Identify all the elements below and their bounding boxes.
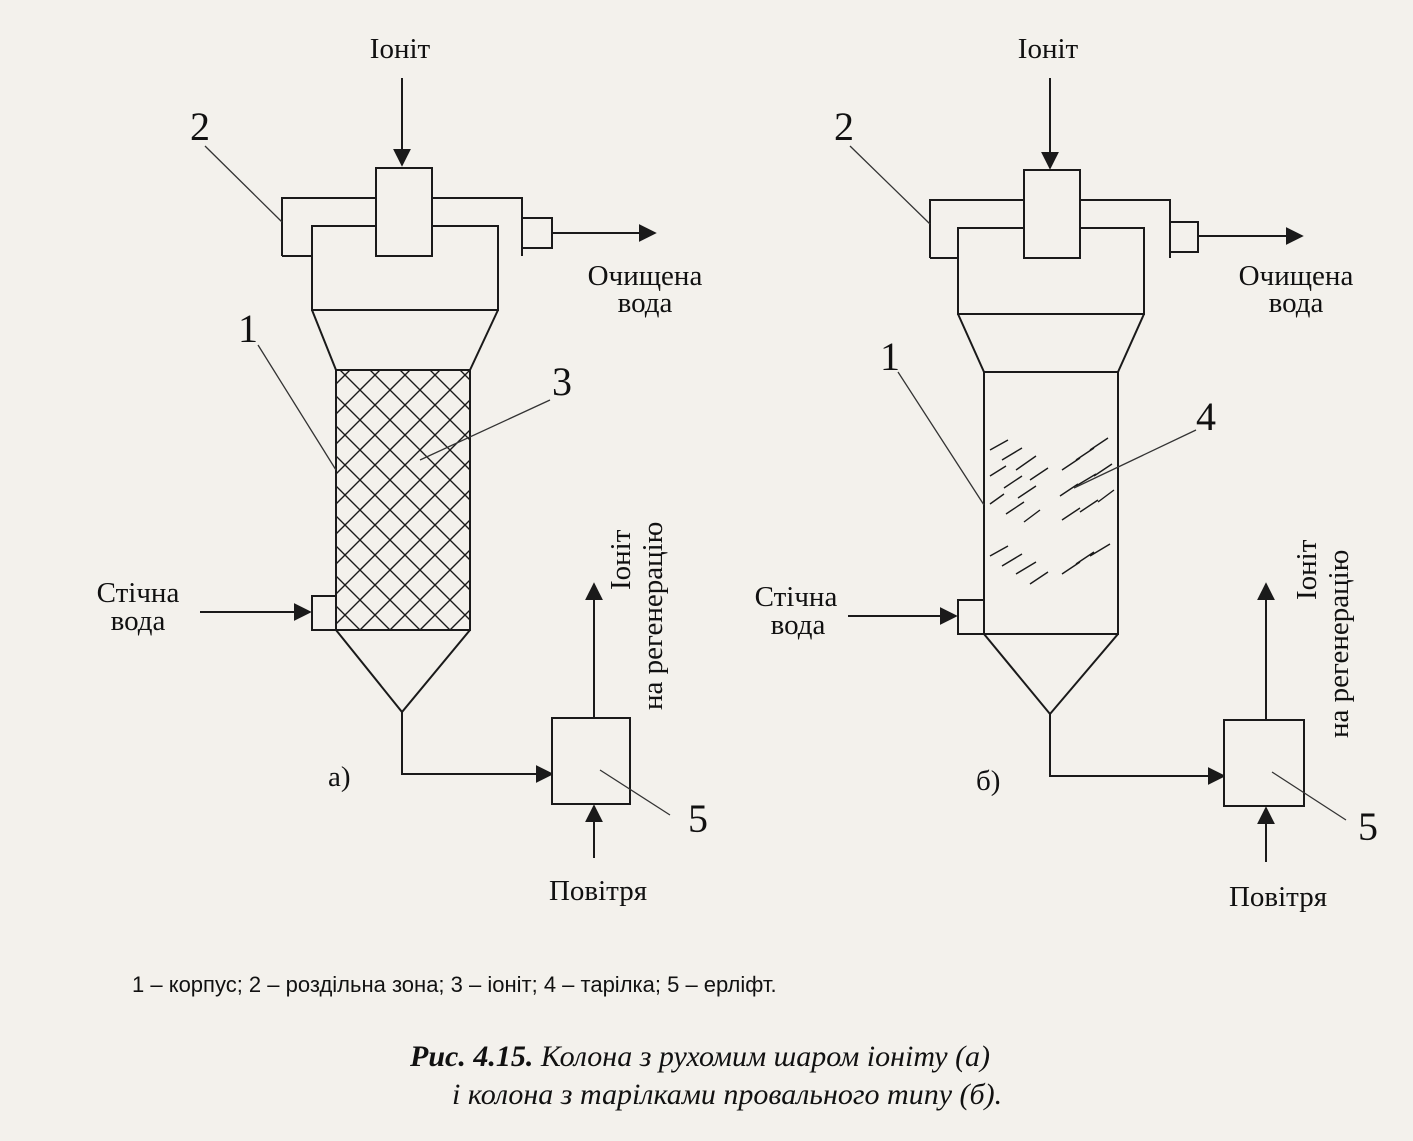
waste-water-label-2: вода (111, 605, 166, 637)
caption-text-1: Колона з рухомим шаром іоніту (а) (540, 1040, 991, 1073)
caption-line-2: і колона з тарілками провального типу (б… (452, 1078, 1003, 1111)
ionite-inlet-label: Іоніт (1018, 33, 1079, 65)
label-number-3: 3 (552, 359, 572, 404)
tray-upper-left (989, 439, 1049, 523)
treated-water-label-2: вода (1269, 287, 1324, 319)
regeneration-label-1: Іоніт (605, 529, 637, 590)
column-top-section (311, 225, 499, 311)
leader-4 (1073, 429, 1197, 489)
label-number-1: 1 (880, 334, 900, 379)
caption-line-1: Рис. 4.15. Колона з рухомим шаром іоніту… (340, 1038, 1340, 1076)
column-lower-cone (983, 633, 1119, 716)
outlet-nozzle (1169, 221, 1199, 253)
airlift-box (551, 717, 631, 805)
figure-legend: 1 – корпус; 2 – роздільна зона; 3 – іоні… (132, 972, 777, 997)
caption-label: Рис. 4.15. (410, 1040, 534, 1073)
regeneration-label-2: на регенерацію (637, 522, 669, 710)
column-upper-cone (311, 309, 499, 371)
panel-b-tag: б) (976, 765, 1000, 797)
label-number-4: 4 (1196, 394, 1216, 439)
label-number-1: 1 (238, 306, 258, 351)
discharge-line (401, 712, 554, 783)
air-label: Повітря (549, 875, 647, 907)
treated-water-label-1: Очищена (588, 260, 703, 292)
ionite-inlet-label: Іоніт (370, 33, 431, 65)
panel-b: Іоніт 2 1 4 5 Очищена вода (755, 33, 1378, 913)
tray-upper-right (1059, 437, 1115, 521)
inlet-nozzle (957, 599, 985, 635)
column-top-section (957, 227, 1145, 315)
waste-water-label-1: Стічна (755, 581, 838, 613)
outlet-nozzle (521, 217, 553, 249)
ionite-feeder (375, 167, 433, 257)
leader-3 (419, 399, 551, 461)
airlift-box (1223, 719, 1305, 807)
regeneration-label-2: на регенерацію (1323, 550, 1355, 738)
ionite-bed (335, 369, 471, 631)
panel-a-tag: а) (328, 761, 351, 793)
column-upper-cone (957, 313, 1145, 373)
leader-2 (204, 145, 283, 223)
figure-caption: Рис. 4.15. Колона з рухомим шаром іоніту… (340, 1038, 1340, 1114)
column-body (983, 371, 1119, 635)
label-number-5: 5 (1358, 804, 1378, 849)
leader-1 (897, 371, 985, 506)
waste-water-label-1: Стічна (97, 577, 180, 609)
label-number-2: 2 (834, 104, 854, 149)
trays (989, 437, 1115, 585)
air-label: Повітря (1229, 881, 1327, 913)
discharge-line (1049, 714, 1226, 785)
inlet-nozzle (311, 595, 337, 631)
regeneration-label-1: Іоніт (1291, 539, 1323, 600)
column-lower-cone (335, 629, 471, 714)
leader-1 (257, 344, 337, 471)
waste-water-label-2: вода (771, 609, 826, 641)
leader-2 (849, 145, 931, 225)
ion-exchange-columns-diagram: Іоніт 2 1 3 5 Очищена (97, 33, 1378, 913)
tray-lower (989, 543, 1111, 585)
label-number-5: 5 (688, 796, 708, 841)
leader-5 (599, 769, 671, 816)
ionite-feeder (1023, 169, 1081, 259)
label-number-2: 2 (190, 104, 210, 149)
leader-5 (1271, 771, 1347, 821)
treated-water-label-1: Очищена (1239, 260, 1354, 292)
treated-water-label-2: вода (618, 287, 673, 319)
panel-a: Іоніт 2 1 3 5 Очищена (97, 33, 708, 907)
